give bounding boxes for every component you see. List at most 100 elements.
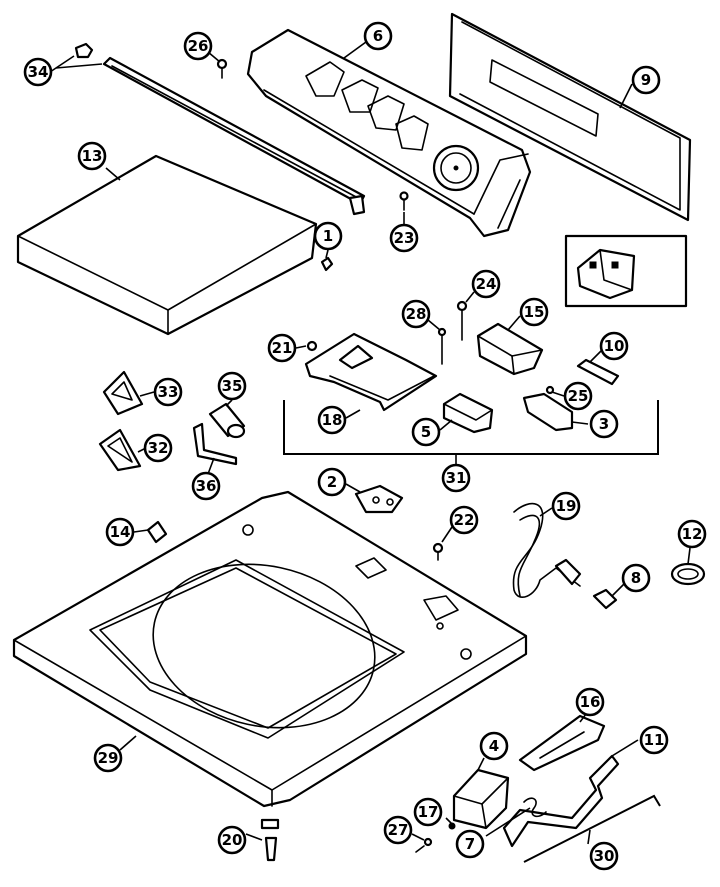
callout-20: 20 [217, 825, 247, 855]
part-20-screw [260, 818, 280, 862]
part-10-fuse [576, 358, 620, 386]
part-8-plug [592, 588, 618, 610]
svg-text:13: 13 [82, 147, 103, 165]
part-33-triangle [102, 370, 144, 416]
callout-21: 21 [267, 333, 297, 363]
callout-24: 24 [471, 269, 501, 299]
part-13-lid [16, 154, 318, 336]
part-14-plug [146, 520, 168, 544]
part-36-bracket [192, 422, 238, 466]
svg-text:23: 23 [394, 229, 415, 247]
svg-text:34: 34 [28, 63, 49, 81]
callout-14: 14 [105, 517, 135, 547]
callout-28: 28 [401, 299, 431, 329]
svg-text:8: 8 [631, 569, 641, 587]
part-4-actuator [452, 768, 510, 830]
svg-text:24: 24 [476, 275, 497, 293]
part-27-screw [415, 837, 433, 853]
callout-22: 22 [449, 505, 479, 535]
svg-text:36: 36 [196, 477, 217, 495]
callout-9: 9 [631, 65, 661, 95]
svg-text:3: 3 [599, 415, 609, 433]
callout-6: 6 [363, 21, 393, 51]
part-34-clip [74, 42, 94, 59]
svg-text:27: 27 [388, 821, 409, 839]
callout-13: 13 [77, 141, 107, 171]
callout-4: 4 [479, 731, 509, 761]
svg-text:17: 17 [418, 803, 439, 821]
part-15-inset [564, 234, 688, 308]
callout-5: 5 [411, 417, 441, 447]
part-9-panel [448, 12, 692, 222]
part-1-bumper [320, 256, 334, 272]
callout-16: 16 [575, 687, 605, 717]
callout-33: 33 [153, 377, 183, 407]
svg-text:1: 1 [323, 227, 333, 245]
part-32-triangle [98, 428, 142, 472]
svg-text:28: 28 [406, 305, 427, 323]
part-3-clip [522, 392, 574, 432]
svg-text:32: 32 [148, 439, 169, 457]
svg-text:9: 9 [641, 71, 651, 89]
svg-text:26: 26 [188, 37, 209, 55]
part-2-latch [354, 484, 404, 514]
svg-text:7: 7 [465, 835, 475, 853]
svg-text:22: 22 [454, 511, 475, 529]
callout-15: 15 [519, 297, 549, 327]
svg-text:29: 29 [98, 749, 119, 767]
callout-31: 31 [441, 463, 471, 493]
part-7-spring [523, 797, 547, 818]
callout-35: 35 [217, 371, 247, 401]
callout-36: 36 [191, 471, 221, 501]
part-24-screw [456, 300, 468, 341]
callout-19: 19 [551, 491, 581, 521]
svg-text:19: 19 [556, 497, 577, 515]
group-30-bracket [523, 794, 661, 863]
svg-text:16: 16 [580, 693, 601, 711]
svg-text:4: 4 [489, 737, 499, 755]
svg-text:2: 2 [327, 473, 337, 491]
callout-27: 27 [383, 815, 413, 845]
part-22-screw [432, 542, 444, 561]
callout-3: 3 [589, 409, 619, 439]
callout-18: 18 [317, 405, 347, 435]
svg-text:35: 35 [222, 377, 243, 395]
part-35-roller [208, 402, 246, 439]
part-6-console [246, 28, 532, 238]
part-12-ring [670, 562, 706, 586]
part-15-block [476, 322, 544, 376]
part-16-lever [518, 714, 606, 772]
svg-text:15: 15 [524, 303, 545, 321]
callout-25: 25 [563, 381, 593, 411]
callout-32: 32 [143, 433, 173, 463]
part-28-screw [437, 327, 447, 365]
svg-text:30: 30 [594, 847, 615, 865]
svg-text:5: 5 [421, 423, 431, 441]
svg-text:10: 10 [604, 337, 625, 355]
svg-text:14: 14 [110, 523, 131, 541]
callout-17: 17 [413, 797, 443, 827]
callout-10: 10 [599, 331, 629, 361]
callout-12: 12 [677, 519, 707, 549]
callout-34: 34 [23, 57, 53, 87]
svg-text:11: 11 [644, 731, 665, 749]
callout-30: 30 [589, 841, 619, 871]
svg-text:31: 31 [446, 469, 467, 487]
svg-text:6: 6 [373, 27, 383, 45]
part-19-cord [512, 502, 582, 598]
callout-8: 8 [621, 563, 651, 593]
svg-text:33: 33 [158, 383, 179, 401]
part-29-cabinet-top [12, 490, 528, 808]
svg-text:12: 12 [682, 525, 703, 543]
part-18-bracket [304, 332, 438, 412]
part-25-screw [545, 385, 555, 395]
callout-7: 7 [455, 829, 485, 859]
hinge-rail [102, 56, 366, 216]
callout-29: 29 [93, 743, 123, 773]
callout-1: 1 [313, 221, 343, 251]
part-26-screw [216, 58, 228, 79]
callout-11: 11 [639, 725, 669, 755]
part-23-screw [399, 191, 409, 211]
part-5-switch [442, 392, 494, 434]
